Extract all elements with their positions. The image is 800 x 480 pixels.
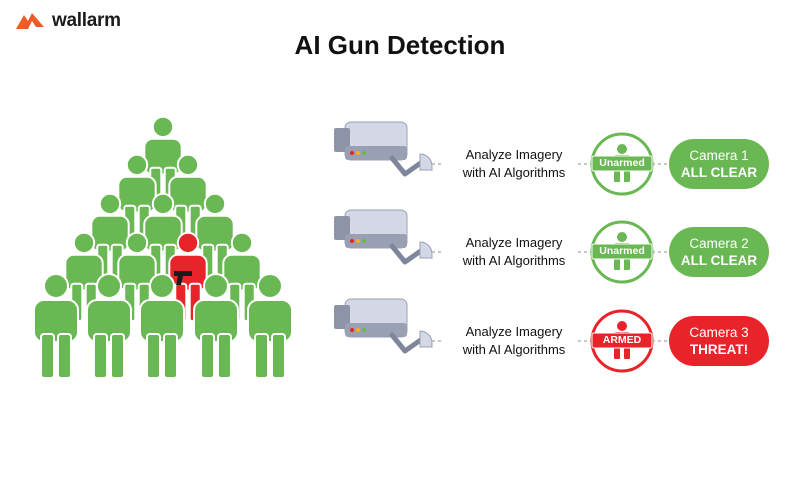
analyze-line-2: with AI Algorithms [462, 342, 566, 357]
camera-row-3: Analyze Imagery with AI Algorithms ARMED… [0, 295, 800, 385]
page-title: AI Gun Detection [294, 30, 506, 60]
analyze-line-2: with AI Algorithms [462, 253, 566, 268]
person [86, 273, 132, 379]
person [117, 153, 157, 245]
person [139, 273, 185, 379]
result-camera-name: Camera 2 [689, 236, 749, 251]
result-pill: Camera 1 ALL CLEAR [669, 139, 769, 189]
analyze-line-1: Analyze Imagery [465, 147, 563, 162]
result-status-text: THREAT! [689, 342, 749, 357]
wallarm-logo-icon [16, 13, 44, 29]
result-status-text: ALL CLEAR [680, 165, 758, 180]
analyze-line-1: Analyze Imagery [465, 324, 563, 339]
security-camera-icon [334, 298, 433, 354]
analyze-line-2: with AI Algorithms [462, 165, 566, 180]
person [195, 192, 235, 284]
wallarm-logo: wallarm [14, 10, 121, 32]
person [90, 192, 130, 284]
person [193, 273, 239, 379]
brand-name: wallarm [52, 10, 121, 31]
result-pill: Camera 3 THREAT! [669, 316, 769, 366]
camera-row-2: Analyze Imagery with AI Algorithms Unarm… [0, 206, 800, 296]
result-camera-name: Camera 3 [689, 325, 749, 340]
status-label: Unarmed [599, 245, 645, 257]
analyze-line-1: Analyze Imagery [465, 235, 563, 250]
camera-row-1: Analyze Imagery with AI Algorithms Unarm… [0, 118, 800, 208]
result-pill: Camera 2 ALL CLEAR [669, 227, 769, 277]
security-camera-icon [334, 209, 433, 265]
analyze-label: Analyze Imagery with AI Algorithms [442, 234, 586, 270]
person [247, 273, 293, 379]
result-camera-name: Camera 1 [689, 148, 749, 163]
status-label: Unarmed [599, 157, 645, 169]
gun-icon [174, 271, 192, 285]
analyze-label: Analyze Imagery with AI Algorithms [442, 323, 586, 359]
security-camera-icon [334, 121, 433, 177]
result-status-text: ALL CLEAR [680, 253, 758, 268]
status-label: ARMED [602, 334, 642, 346]
analyze-label: Analyze Imagery with AI Algorithms [442, 146, 586, 182]
status-circle [590, 309, 654, 373]
person [33, 273, 79, 379]
